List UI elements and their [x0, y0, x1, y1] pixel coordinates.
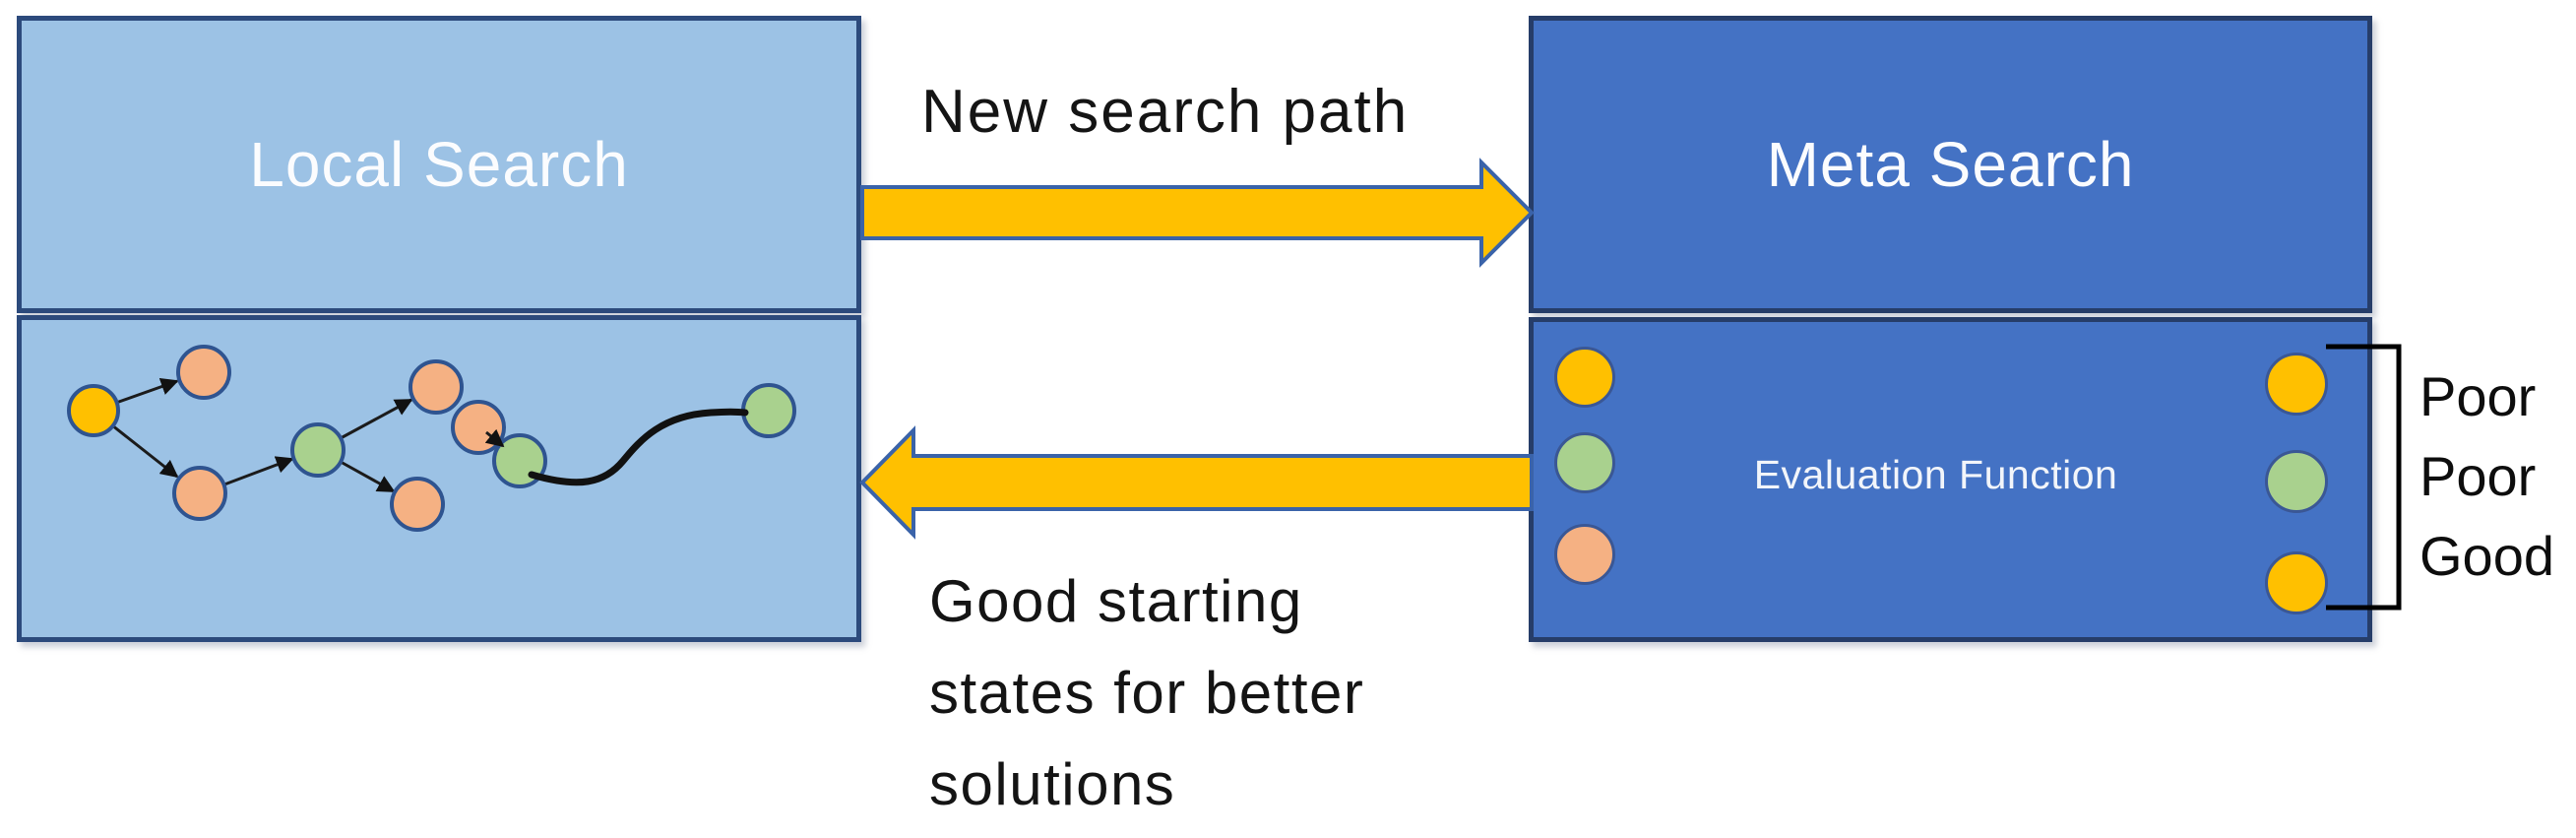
quality-label-good: Good: [2419, 525, 2554, 587]
quality-label-poor-1: Poor: [2419, 365, 2537, 427]
state-node-orange: [390, 477, 445, 532]
good-starting-states-arrow: [859, 425, 1534, 540]
good-starting-states-line-2: states for better: [929, 660, 1365, 726]
search-step-arrow: [115, 377, 179, 405]
search-step-arrow: [223, 456, 294, 486]
search-step-arrow: [340, 398, 413, 440]
state-node-orange: [172, 466, 227, 521]
good-starting-states-line-1: Good starting: [929, 568, 1303, 634]
input-state-dot-orange: [1554, 524, 1615, 585]
output-state-dot-yellow: [2265, 551, 2328, 614]
state-space-box: [17, 315, 861, 642]
evaluation-function-label: Evaluation Function: [1753, 452, 2118, 497]
new-search-path-arrow: [860, 158, 1535, 268]
output-state-dot-green: [2265, 450, 2328, 513]
input-state-dot-yellow: [1554, 347, 1615, 408]
new-search-path-label: New search path: [921, 78, 1410, 146]
state-node-green-goal: [741, 383, 796, 438]
state-node-orange: [408, 359, 464, 415]
input-state-dot-green: [1554, 432, 1615, 493]
search-step-arrow: [484, 428, 505, 448]
meta-search-title: Meta Search: [1766, 129, 2135, 200]
local-search-box: Local Search: [17, 16, 861, 313]
state-node-orange: [176, 345, 231, 400]
search-step-arrow: [111, 423, 179, 479]
state-node-yellow-start: [67, 384, 120, 437]
meta-search-box: Meta Search: [1529, 16, 2372, 313]
search-step-arrow: [340, 460, 396, 493]
local-search-title: Local Search: [249, 129, 629, 200]
search-path-graph: [67, 345, 796, 532]
state-node-green: [290, 422, 346, 478]
good-starting-states-line-3: solutions: [929, 751, 1176, 817]
state-node-orange: [451, 400, 506, 455]
evaluation-function-box: Evaluation Function: [1529, 317, 2372, 642]
quality-label-poor-2: Poor: [2419, 445, 2537, 507]
jump-to-goal-curve: [528, 408, 749, 486]
output-state-dot-yellow: [2265, 353, 2328, 416]
good-starting-states-label: Good starting states for better solution…: [929, 555, 1364, 830]
